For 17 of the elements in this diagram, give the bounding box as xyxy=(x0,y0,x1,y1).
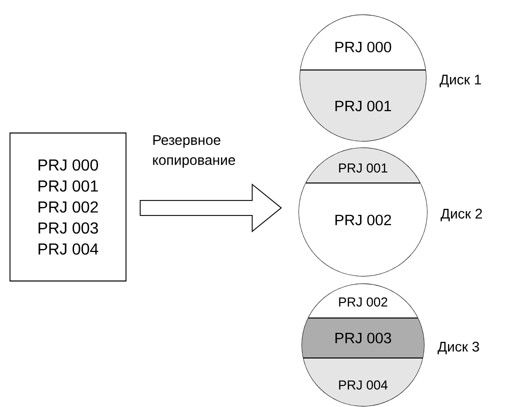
disk-segment: PRJ 002 xyxy=(299,182,427,276)
block-arrow xyxy=(140,183,282,232)
disk-label: Диск 1 xyxy=(440,74,481,88)
disk-segment: PRJ 001 xyxy=(299,148,427,184)
node-label: PRJ 002 xyxy=(339,297,388,307)
disk-circle xyxy=(298,148,428,276)
edge-label: Резервное копирование xyxy=(153,135,236,168)
disk-segment: PRJ 001 xyxy=(300,70,426,141)
disk-segment: PRJ 004 xyxy=(302,358,424,406)
node-label: PRJ 000 xyxy=(335,42,392,52)
disk-segment: PRJ 002 xyxy=(302,284,424,318)
disk-label: Диск 2 xyxy=(440,208,482,222)
file-list-box: PRJ 000 PRJ 001 PRJ 002 PRJ 003 PRJ 004 xyxy=(10,132,126,282)
node-label: PRJ 002 xyxy=(335,214,391,226)
disk-label: Диск 3 xyxy=(438,342,480,354)
disk-segment: PRJ 003 xyxy=(302,318,424,358)
disk-segment: PRJ 000 xyxy=(300,15,426,70)
